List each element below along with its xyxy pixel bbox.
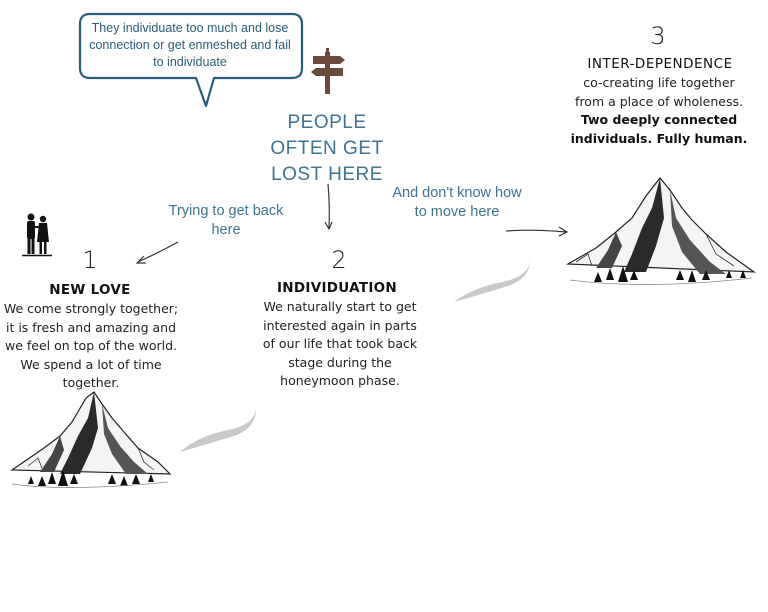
stage-3-description: co-creating life together from a place o… [575, 75, 743, 109]
stage-3-title: INTER-DEPENDENCE [587, 56, 733, 72]
stage-2-title: INDIVIDUATION [276, 280, 398, 296]
stage-3-emphasis: Two deeply connected individuals. Fully … [570, 112, 748, 146]
lost-here-label: PEOPLE OFTEN GET LOST HERE [270, 112, 384, 185]
stage-2-description: We naturally start to get interested aga… [262, 299, 418, 388]
path-icon [180, 404, 257, 452]
mountain-icon [566, 177, 756, 285]
stage-1-description: We come strongly together; it is fresh a… [3, 301, 179, 390]
speech-bubble [78, 12, 304, 108]
note-trying-back: Trying to get back here [168, 203, 284, 238]
note-dont-know-move: And don't know how to move here [392, 185, 522, 220]
arrow-icon [505, 226, 569, 237]
path-icon [454, 256, 531, 302]
stage-3-number: 3 [650, 22, 666, 50]
arrow-icon [324, 183, 333, 231]
stage-1-number: 1 [82, 246, 98, 274]
couple-icon [22, 213, 52, 257]
stage-2-number: 2 [331, 246, 347, 274]
signpost-icon [311, 48, 345, 94]
mountain-icon [10, 391, 172, 488]
arrow-icon [135, 241, 179, 264]
stage-1-title: NEW LOVE [49, 282, 131, 298]
speech-bubble-text: They individuate too much and lose conne… [89, 21, 291, 69]
